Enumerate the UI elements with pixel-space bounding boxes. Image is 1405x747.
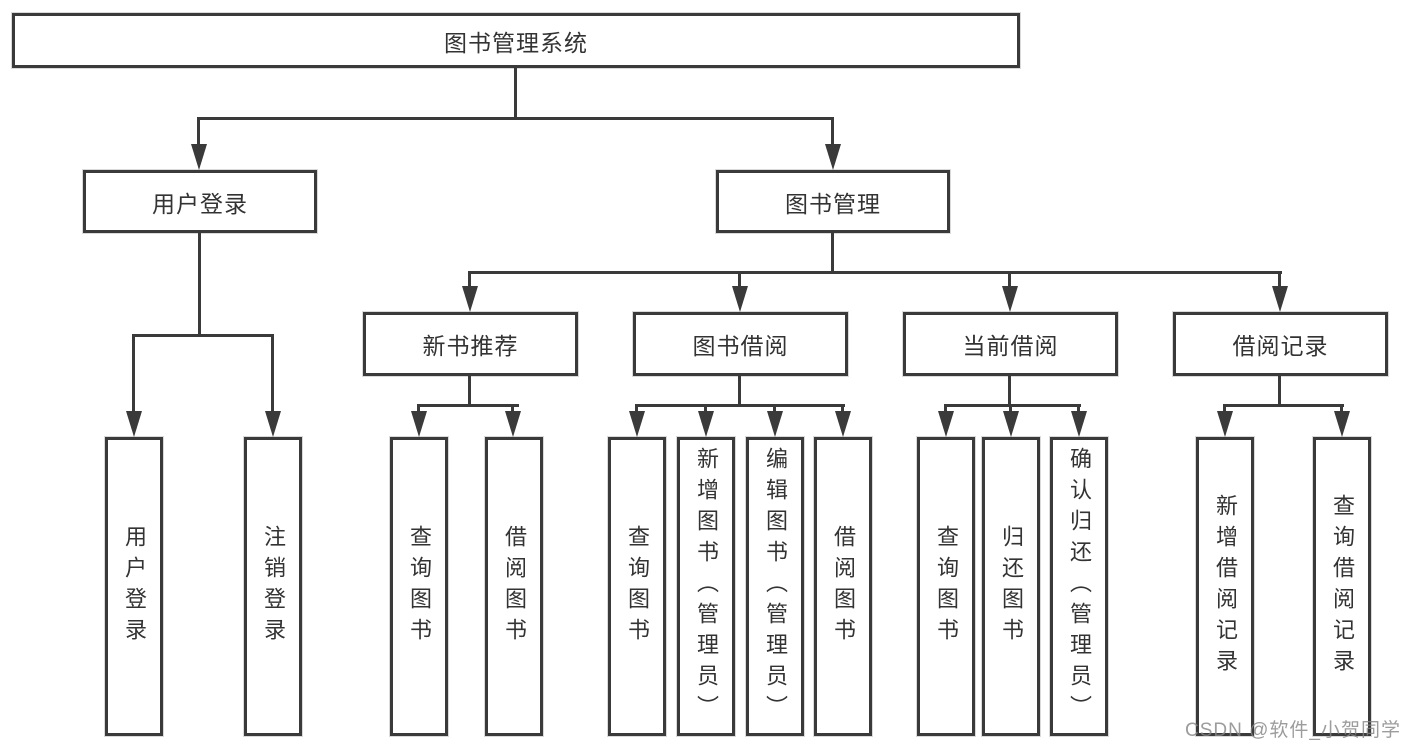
connector-drop-book-management <box>831 117 834 146</box>
node-book-borrowing: 图书借阅 <box>633 312 848 376</box>
leaf-logout: 注销登录 <box>244 437 302 736</box>
arrow-down-icon <box>411 411 427 437</box>
connector-drop-br-add <box>1223 404 1226 413</box>
connector-book-management-bus <box>468 271 1282 274</box>
arrow-down-icon <box>1272 286 1288 312</box>
connector-root-bus <box>197 117 834 120</box>
arrow-down-icon <box>825 144 841 170</box>
connector-drop-bb-edit <box>773 404 776 413</box>
connector-drop-cb-confirm <box>1077 404 1080 413</box>
leaf-return-books: 归还图书 <box>982 437 1040 736</box>
connector-drop-leaf-user-login <box>132 334 135 413</box>
connector-drop-bb-borrow <box>841 404 844 413</box>
leaf-borrow-books: 借阅图书 <box>814 437 872 736</box>
leaf-confirm-return-admin: 确认归还（管理员） <box>1050 437 1108 736</box>
node-user-login: 用户登录 <box>83 170 317 233</box>
connector-current-borrowing-bus <box>944 404 1081 407</box>
connector-drop-cb-return <box>1009 404 1012 413</box>
arrow-down-icon <box>1217 411 1233 437</box>
arrow-down-icon <box>1003 411 1019 437</box>
arrow-down-icon <box>505 411 521 437</box>
connector-drop-nbr-query <box>417 404 420 413</box>
node-borrowing-records: 借阅记录 <box>1173 312 1388 376</box>
connector-drop-user-login <box>197 117 200 146</box>
leaf-borrow-books-recommend: 借阅图书 <box>485 437 543 736</box>
leaf-query-borrow-record: 查询借阅记录 <box>1313 437 1371 736</box>
arrow-down-icon <box>1334 411 1350 437</box>
arrow-down-icon <box>698 411 714 437</box>
leaf-user-login: 用户登录 <box>105 437 163 736</box>
arrow-down-icon <box>126 411 142 437</box>
connector-book-borrowing-stem <box>738 374 741 407</box>
arrow-down-icon <box>629 411 645 437</box>
arrow-down-icon <box>462 286 478 312</box>
connector-drop-current-borrowing <box>1008 271 1011 289</box>
arrow-down-icon <box>191 144 207 170</box>
arrow-down-icon <box>938 411 954 437</box>
arrow-down-icon <box>265 411 281 437</box>
node-current-borrowing: 当前借阅 <box>903 312 1118 376</box>
connector-borrowing-records-stem <box>1278 374 1281 407</box>
connector-drop-br-query <box>1340 404 1343 413</box>
leaf-query-books-recommend: 查询图书 <box>390 437 448 736</box>
arrow-down-icon <box>1002 286 1018 312</box>
connector-drop-new-book-recommendation <box>468 271 471 289</box>
csdn-watermark: CSDN @软件_小贺同学 <box>1185 720 1401 741</box>
connector-book-management-stem <box>831 231 834 274</box>
connector-drop-nbr-borrow <box>511 404 514 413</box>
leaf-add-books-admin: 新增图书（管理员） <box>677 437 735 736</box>
arrow-down-icon <box>767 411 783 437</box>
connector-current-borrowing-stem <box>1008 374 1011 407</box>
arrow-down-icon <box>732 286 748 312</box>
connector-drop-bb-add <box>704 404 707 413</box>
node-new-book-recommendation: 新书推荐 <box>363 312 578 376</box>
connector-user-login-stem <box>198 231 201 337</box>
connector-new-book-stem <box>468 374 471 407</box>
connector-drop-book-borrowing <box>738 271 741 289</box>
leaf-query-books-current: 查询图书 <box>917 437 975 736</box>
connector-new-book-bus <box>417 404 519 407</box>
connector-drop-bb-query <box>635 404 638 413</box>
node-library-management-system: 图书管理系统 <box>12 13 1020 68</box>
connector-drop-borrowing-records <box>1278 271 1281 289</box>
arrow-down-icon <box>835 411 851 437</box>
node-book-management: 图书管理 <box>716 170 950 233</box>
connector-book-borrowing-bus <box>635 404 845 407</box>
connector-borrowing-records-bus <box>1223 404 1344 407</box>
arrow-down-icon <box>1071 411 1087 437</box>
leaf-query-books-borrowing: 查询图书 <box>608 437 666 736</box>
connector-user-login-bus <box>132 334 274 337</box>
connector-root-stem <box>514 66 517 120</box>
connector-drop-cb-query <box>944 404 947 413</box>
leaf-edit-books-admin: 编辑图书（管理员） <box>746 437 804 736</box>
leaf-add-borrow-record: 新增借阅记录 <box>1196 437 1254 736</box>
connector-drop-leaf-logout <box>271 334 274 413</box>
